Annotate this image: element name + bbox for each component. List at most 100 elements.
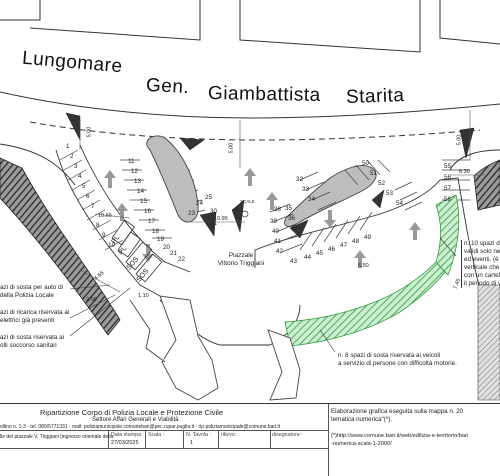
- stall-number: 5: [82, 183, 86, 190]
- disabled-parking-band: [284, 261, 446, 347]
- legend-line: azi di ricarica riservata ai: [0, 309, 70, 316]
- legend-line: ed eventi. (è: [464, 256, 499, 263]
- url-line: -numerica-scala-1-2000/: [331, 441, 392, 447]
- legend-spacer: [0, 300, 70, 309]
- title-divider: [328, 404, 329, 476]
- parking-outline: [55, 144, 481, 346]
- legend-line: azi di sosta riservata ai: [0, 334, 65, 341]
- legend-right: n. 10 spazi di validi solo ne ed eventi.…: [461, 240, 500, 288]
- stall-number: 46: [328, 246, 336, 253]
- stall-number: 7: [91, 203, 95, 210]
- dimension-label: 10.95: [214, 216, 228, 222]
- stall-number: 12: [131, 168, 139, 175]
- corner-triangles: [65, 112, 475, 239]
- stall-number: 54: [396, 200, 404, 207]
- stall-number: 31: [210, 220, 218, 227]
- note-line: a servizio di persone con difficoltà mot…: [338, 360, 457, 367]
- left-hatched-band: [0, 157, 121, 336]
- legend-line: elettrici già presenti: [0, 317, 55, 324]
- stall-number: 56: [444, 174, 452, 181]
- dimension-label: 5.00: [456, 134, 463, 146]
- stall-number: 23: [188, 210, 196, 217]
- elaboration-text: Elaborazione grafica eseguita sulla mapp…: [331, 408, 463, 424]
- date-label: Data stampa: [111, 432, 142, 438]
- stall-number: 18: [152, 228, 160, 235]
- dimension-label: 5.50: [358, 263, 369, 269]
- department-name: Ripartizione Corpo di Polizia Locale e P…: [40, 408, 224, 417]
- scale-marker: [241, 210, 249, 218]
- dimension-label: 5.00: [228, 142, 235, 154]
- sector-name: Settore Affari Generali e Viabilità: [92, 417, 179, 423]
- contact-address: ollino n. 1-3 - tel. 080/5771331 - mail:…: [0, 424, 281, 430]
- street-name-word-3: Giambattista: [207, 83, 321, 106]
- pier-shapes: [129, 295, 301, 401]
- stall-number: 14: [137, 188, 145, 195]
- stall-number: 53: [386, 190, 394, 197]
- legend-line: olli soccorso sanitari: [0, 342, 57, 349]
- stall-number: 36: [288, 215, 296, 222]
- dimension-label: 6.30: [459, 169, 470, 175]
- dimension-label: 10.65: [98, 213, 112, 219]
- title-divider: [218, 430, 219, 448]
- stall-number: 17: [148, 218, 156, 225]
- stall-number: 41: [274, 238, 282, 245]
- stall-number: 57: [444, 185, 452, 192]
- stall-number: 6: [86, 193, 90, 200]
- stall-number: 19: [157, 236, 165, 243]
- stall-number: 2: [70, 153, 74, 160]
- stall-number: 22: [178, 256, 186, 263]
- right-traffic-island: [284, 165, 377, 227]
- stall-number: 4: [78, 173, 82, 180]
- sheet-label: N. Tavola :: [186, 432, 211, 438]
- stall-number: 3: [74, 163, 78, 170]
- legend-left: azi di sosta per auto di della Polizia L…: [0, 284, 70, 350]
- left-traffic-island: [146, 135, 199, 223]
- stall-number: 1: [66, 143, 70, 150]
- scale-label: Scala :: [148, 432, 165, 438]
- title-block: Ripartizione Corpo di Polizia Locale e P…: [0, 403, 500, 476]
- url-line: (*)http://www.comune.bari.it/web/edilizi…: [331, 433, 469, 439]
- stall-number: 45: [316, 250, 324, 257]
- stall-number: 38: [274, 206, 282, 213]
- legend-line: azi di sosta per auto di: [0, 284, 64, 291]
- disabled-parking-note: n. 8 spazi di sosta riservata ai veicoli…: [338, 352, 498, 368]
- elaboration-line: tematica numerica"(*).: [331, 416, 392, 423]
- legend-line: n. 10 spazi di: [464, 240, 500, 247]
- stairs-label: SCALE: [240, 199, 255, 204]
- stall-number: 9: [102, 232, 106, 239]
- elaboration-line: Elaborazione grafica eseguita sulla mapp…: [331, 408, 464, 415]
- event-parking-band: [435, 194, 460, 276]
- drawer-label: disegnatore:: [272, 432, 302, 438]
- stall-number: 39: [270, 218, 278, 225]
- top-blocks: [0, 0, 500, 53]
- title-divider: [145, 430, 146, 448]
- stall-number: 25: [205, 194, 213, 201]
- survey-label: rilievo:: [221, 432, 237, 438]
- stall-number: 44: [304, 254, 312, 261]
- dimension-label: 5.00: [86, 126, 93, 138]
- right-edge-block: [477, 284, 500, 401]
- legend-line: validi solo ne: [464, 248, 500, 255]
- date-value: 27/03/2025: [111, 440, 139, 446]
- stall-number: 16: [144, 208, 152, 215]
- stall-number: 42: [276, 248, 284, 255]
- stall-number: 50: [362, 160, 370, 167]
- title-divider: [183, 430, 184, 448]
- stall-number: 32: [296, 176, 304, 183]
- dimension-label: 2.00: [86, 297, 97, 303]
- source-url: (*)http://www.comune.bari.it/web/edilizi…: [331, 432, 468, 448]
- stall-number: 33: [302, 186, 310, 193]
- stall-number: 40: [272, 228, 280, 235]
- sheet-value: 1: [190, 440, 194, 446]
- stall-number: 11: [128, 158, 135, 165]
- stall-number: 48: [352, 238, 360, 245]
- stall-number: 15: [140, 198, 148, 205]
- stall-number: 21: [170, 250, 178, 257]
- dimension-lines: [79, 110, 485, 293]
- dashed-lane-line: [29, 121, 481, 141]
- stall-number: 20: [163, 244, 171, 251]
- stall-number: 8: [96, 222, 100, 229]
- stall-number: 49: [364, 234, 372, 241]
- title-divider: [0, 448, 328, 449]
- parking-plan-drawing: [0, 0, 500, 401]
